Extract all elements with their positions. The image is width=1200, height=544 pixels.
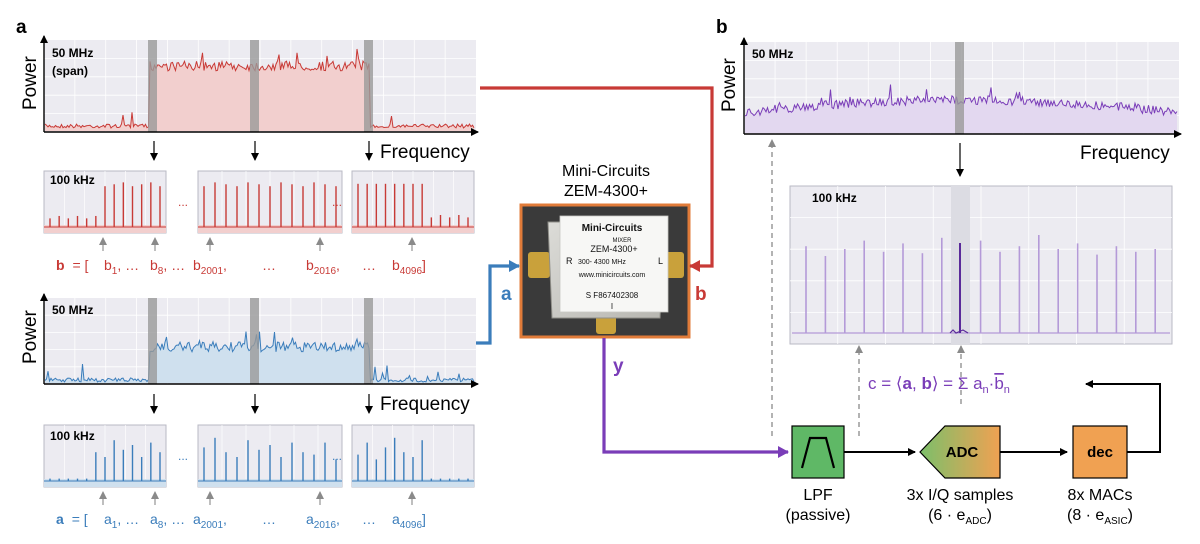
connector-r — [528, 252, 550, 278]
vector-b-item: b2001, — [193, 257, 227, 277]
notch-band — [148, 40, 157, 132]
vector-a-item: a1, … — [104, 511, 139, 531]
mixer-photo: Mini-Circuits MIXER ZEM-4300+ R 300- 430… — [519, 203, 691, 339]
ellipsis: ... — [332, 449, 342, 463]
vector-a-item: a2001, — [193, 511, 227, 531]
notch-band — [250, 40, 259, 132]
vector-b-item: b2016, — [306, 257, 340, 277]
plot-red-wide: 50 MHz (span) Power Frequency — [20, 35, 479, 163]
connector-i — [596, 314, 616, 334]
mixer-model-title: ZEM-4300+ — [564, 183, 648, 200]
adc-cost: (6 · eADC) — [928, 507, 992, 527]
span-label: 50 MHz — [52, 303, 93, 317]
vector-b-item: … — [262, 257, 276, 273]
lpf-note: (passive) — [786, 507, 851, 524]
dec-cost: (8 · eASIC) — [1067, 507, 1133, 527]
vector-a-label: a = [ — [56, 511, 88, 527]
span-label: 50 MHz — [752, 47, 793, 61]
dec-note: 8x MACs — [1068, 487, 1133, 504]
mixer-url: www.minicircuits.com — [578, 272, 646, 279]
panel-b-letter: b — [716, 17, 728, 38]
plot-purple-wide: 50 MHz Power Frequency — [719, 37, 1182, 164]
dec-label: dec — [1087, 444, 1113, 461]
output-arrow — [1085, 380, 1161, 453]
mixer-serial: S F867402308 — [586, 291, 639, 300]
x-axis-title: Frequency — [380, 142, 470, 163]
vector-a-item: … — [262, 511, 276, 527]
notch-band — [364, 298, 373, 384]
vector-a-item: a4096] — [392, 511, 426, 531]
connector-b-to-mixer — [480, 86, 714, 272]
notch-band — [250, 298, 259, 384]
ellipsis: ... — [332, 195, 342, 209]
vector-b-label: b = [ — [56, 257, 89, 273]
lowpass-icon — [800, 436, 836, 469]
zoom-span-label: 100 kHz — [812, 191, 857, 205]
y-axis-title: Power — [20, 55, 41, 110]
inner-product-formula: c = ⟨a, b⟩ = Σ an·bn — [868, 374, 1010, 396]
port-l-label: L — [658, 256, 663, 266]
vector-b-item: b8, … — [150, 257, 185, 277]
lpf-block — [791, 425, 845, 479]
port-b-label: b — [695, 284, 707, 305]
x-axis-title: Frequency — [1080, 143, 1170, 164]
port-i-label: I — [611, 302, 613, 311]
vector-b-item: b4096] — [392, 257, 426, 277]
ellipsis: ... — [178, 449, 188, 463]
y-axis-title: Power — [719, 57, 740, 112]
span-note: (span) — [52, 64, 88, 78]
zoom-span-label: 100 kHz — [50, 429, 95, 443]
vector-a-item: a8, … — [150, 511, 185, 531]
port-a-label: a — [501, 284, 512, 305]
plot-blue-wide: 50 MHz Power Frequency — [20, 293, 479, 415]
x-axis-title: Frequency — [380, 394, 470, 415]
panel-a-letter: a — [16, 17, 27, 38]
ellipsis: ... — [178, 195, 188, 209]
notch-band — [364, 40, 373, 132]
mixer-model: ZEM-4300+ — [590, 244, 637, 254]
connector-a-to-mixer — [476, 260, 520, 345]
mixer-logo: Mini-Circuits — [582, 223, 643, 234]
zoom-span-label: 100 kHz — [50, 173, 95, 187]
port-y-label: y — [613, 356, 624, 377]
y-axis-title: Power — [20, 309, 41, 364]
span-label: 50 MHz — [52, 46, 93, 60]
zoom-plots-red — [43, 170, 475, 234]
vector-a-item: … — [362, 511, 376, 527]
mixer-range: 300- 4300 MHz — [578, 259, 626, 266]
notch-band — [955, 42, 964, 134]
mixer-label-sticker — [559, 215, 669, 313]
adc-block: ADC — [919, 425, 1001, 479]
vector-b-item: b1, … — [104, 257, 139, 277]
lpf-label: LPF — [803, 487, 833, 504]
mixer-kind: MIXER — [612, 238, 632, 244]
adc-label: ADC — [946, 444, 979, 461]
port-r-label: R — [566, 256, 573, 266]
connector-y-to-lpf — [602, 338, 789, 458]
notch-band — [148, 298, 157, 384]
zoom-plots-blue — [43, 424, 475, 488]
adc-note: 3x I/Q samples — [907, 487, 1014, 504]
plot-purple-zoom: 100 kHz — [789, 185, 1173, 345]
vector-b-item: … — [362, 257, 376, 273]
dec-block: dec — [1072, 425, 1128, 479]
vector-a-item: a2016, — [306, 511, 340, 531]
mixer-title: Mini-Circuits — [562, 163, 650, 180]
